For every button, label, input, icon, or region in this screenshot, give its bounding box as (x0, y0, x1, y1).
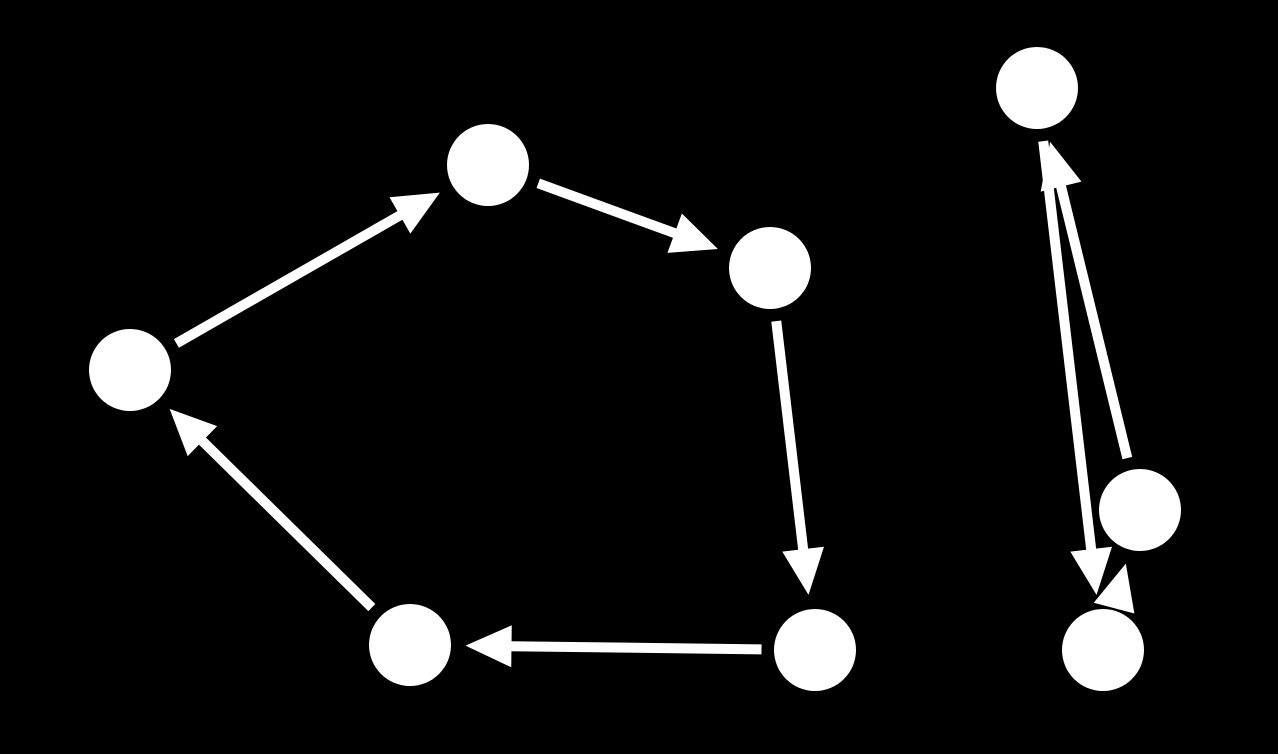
graph-edge[interactable] (771, 320, 824, 595)
graph-node[interactable] (774, 609, 856, 691)
graph-node[interactable] (1062, 609, 1144, 691)
node-circle (369, 604, 451, 686)
node-circle (774, 609, 856, 691)
edge-line (1055, 183, 1133, 460)
edges-layer (169, 140, 1135, 668)
edge-line (197, 436, 376, 612)
edge-line (536, 178, 679, 239)
edge-arrowhead-icon (667, 213, 718, 253)
graph-node[interactable] (1099, 469, 1181, 551)
node-circle (447, 124, 529, 206)
edge-line (771, 320, 809, 552)
edge-line (173, 210, 405, 348)
node-circle (1099, 469, 1181, 551)
graph-node[interactable] (369, 604, 451, 686)
edge-arrowhead-icon (389, 192, 440, 234)
graph-edge[interactable] (1040, 141, 1133, 460)
node-circle (1062, 609, 1144, 691)
graph-edge[interactable] (1093, 563, 1135, 614)
graph-node[interactable] (447, 124, 529, 206)
edge-arrowhead-icon (1040, 141, 1082, 192)
edge-line (509, 641, 762, 655)
node-circle (89, 329, 171, 411)
edge-line (1038, 140, 1097, 552)
edge-arrowhead-icon (1070, 546, 1113, 595)
edge-arrowhead-icon (1093, 563, 1135, 614)
node-circle (729, 227, 811, 309)
edge-arrowhead-icon (465, 625, 512, 668)
graph-edge[interactable] (465, 625, 762, 668)
edge-arrowhead-icon (782, 546, 824, 595)
graph-edge[interactable] (173, 192, 440, 348)
graph-node[interactable] (729, 227, 811, 309)
node-circle (996, 47, 1078, 129)
graph-edge[interactable] (1038, 140, 1113, 595)
edge-arrowhead-icon (169, 408, 218, 457)
graph-node[interactable] (996, 47, 1078, 129)
nodes-layer (89, 47, 1181, 691)
graph-edge[interactable] (169, 408, 376, 612)
graph-edge[interactable] (536, 178, 718, 253)
graph-node[interactable] (89, 329, 171, 411)
